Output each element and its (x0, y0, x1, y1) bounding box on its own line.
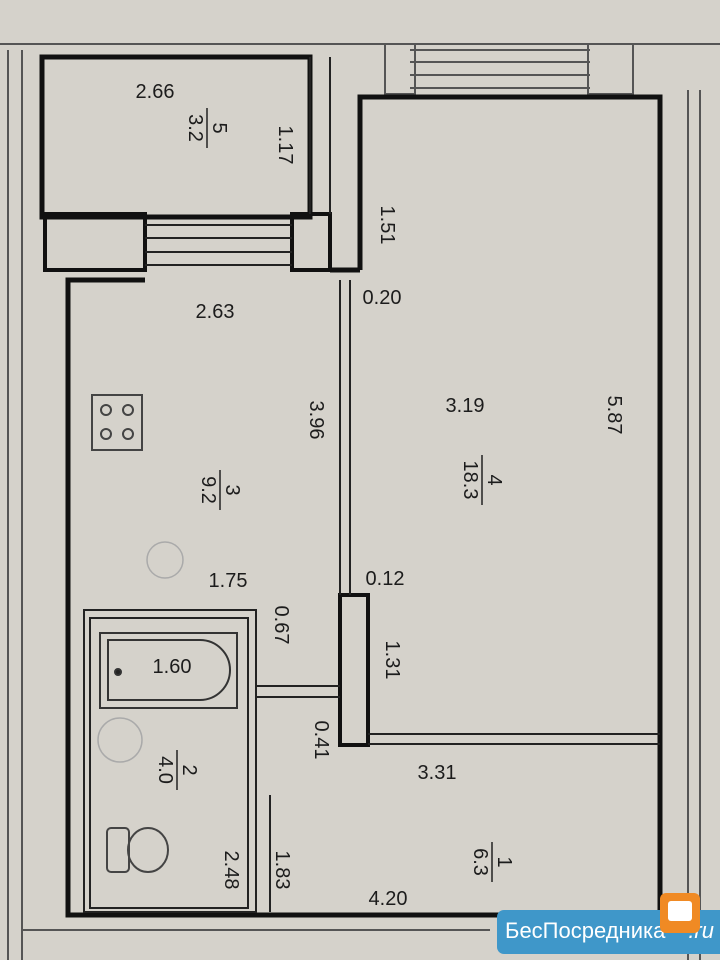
dim-kitchen-width: 2.63 (196, 301, 235, 323)
balcony-column-left (43, 212, 147, 272)
dim-1-83: 1.83 (271, 851, 293, 890)
watermark-text: БесПосредника (505, 918, 666, 943)
room-3-label: 3 9.2 (197, 470, 243, 510)
svg-text:5: 5 (208, 122, 230, 133)
dim-1-75: 1.75 (209, 570, 248, 592)
dim-0-41: 0.41 (310, 721, 332, 760)
dim-balcony-depth: 1.17 (274, 126, 296, 165)
dim-1-31: 1.31 (381, 641, 403, 680)
room-5-label: 5 3.2 (184, 108, 230, 148)
sink-icon (97, 541, 184, 763)
dim-1-51: 1.51 (376, 206, 398, 245)
bathtub (99, 632, 238, 709)
svg-text:4: 4 (483, 474, 505, 485)
exterior-lines (0, 43, 720, 960)
watermark-logo-icon (660, 893, 700, 933)
dim-balcony-width: 2.66 (136, 81, 175, 103)
dimension-labels: 2.66 1.17 1.51 2.63 0.20 3.96 3.19 5.87 … (136, 81, 625, 910)
svg-text:2: 2 (178, 764, 200, 775)
svg-text:4.0: 4.0 (154, 756, 176, 784)
dim-0-12: 0.12 (366, 568, 405, 590)
dim-3-31: 3.31 (418, 762, 457, 784)
partitions (83, 57, 660, 913)
svg-text:3: 3 (221, 484, 243, 495)
dim-0-20: 0.20 (363, 287, 402, 309)
room-labels: 5 3.2 3 9.2 4 18.3 2 4.0 1 6.3 (154, 108, 515, 882)
stove-icon (91, 394, 143, 451)
balcony-wall (39, 54, 313, 220)
column (338, 593, 370, 747)
dim-bathtub: 1.60 (153, 656, 192, 678)
toilet-icon (106, 827, 169, 873)
svg-text:6.3: 6.3 (469, 848, 491, 876)
svg-text:3.2: 3.2 (184, 114, 206, 142)
svg-text:9.2: 9.2 (197, 476, 219, 504)
dim-room-length: 5.87 (603, 396, 625, 435)
room-2-label: 2 4.0 (154, 750, 200, 790)
balcony-column (290, 212, 332, 272)
dim-hall-width: 4.20 (369, 888, 408, 910)
dim-0-67: 0.67 (270, 606, 292, 645)
svg-text:1: 1 (493, 856, 515, 867)
dim-room-width: 3.19 (446, 395, 485, 417)
room-4-label: 4 18.3 (459, 455, 505, 505)
dim-kitchen-length: 3.96 (305, 401, 327, 440)
room-1-label: 1 6.3 (469, 842, 515, 882)
svg-text:18.3: 18.3 (459, 461, 481, 500)
dim-bath-length: 2.48 (220, 851, 242, 890)
